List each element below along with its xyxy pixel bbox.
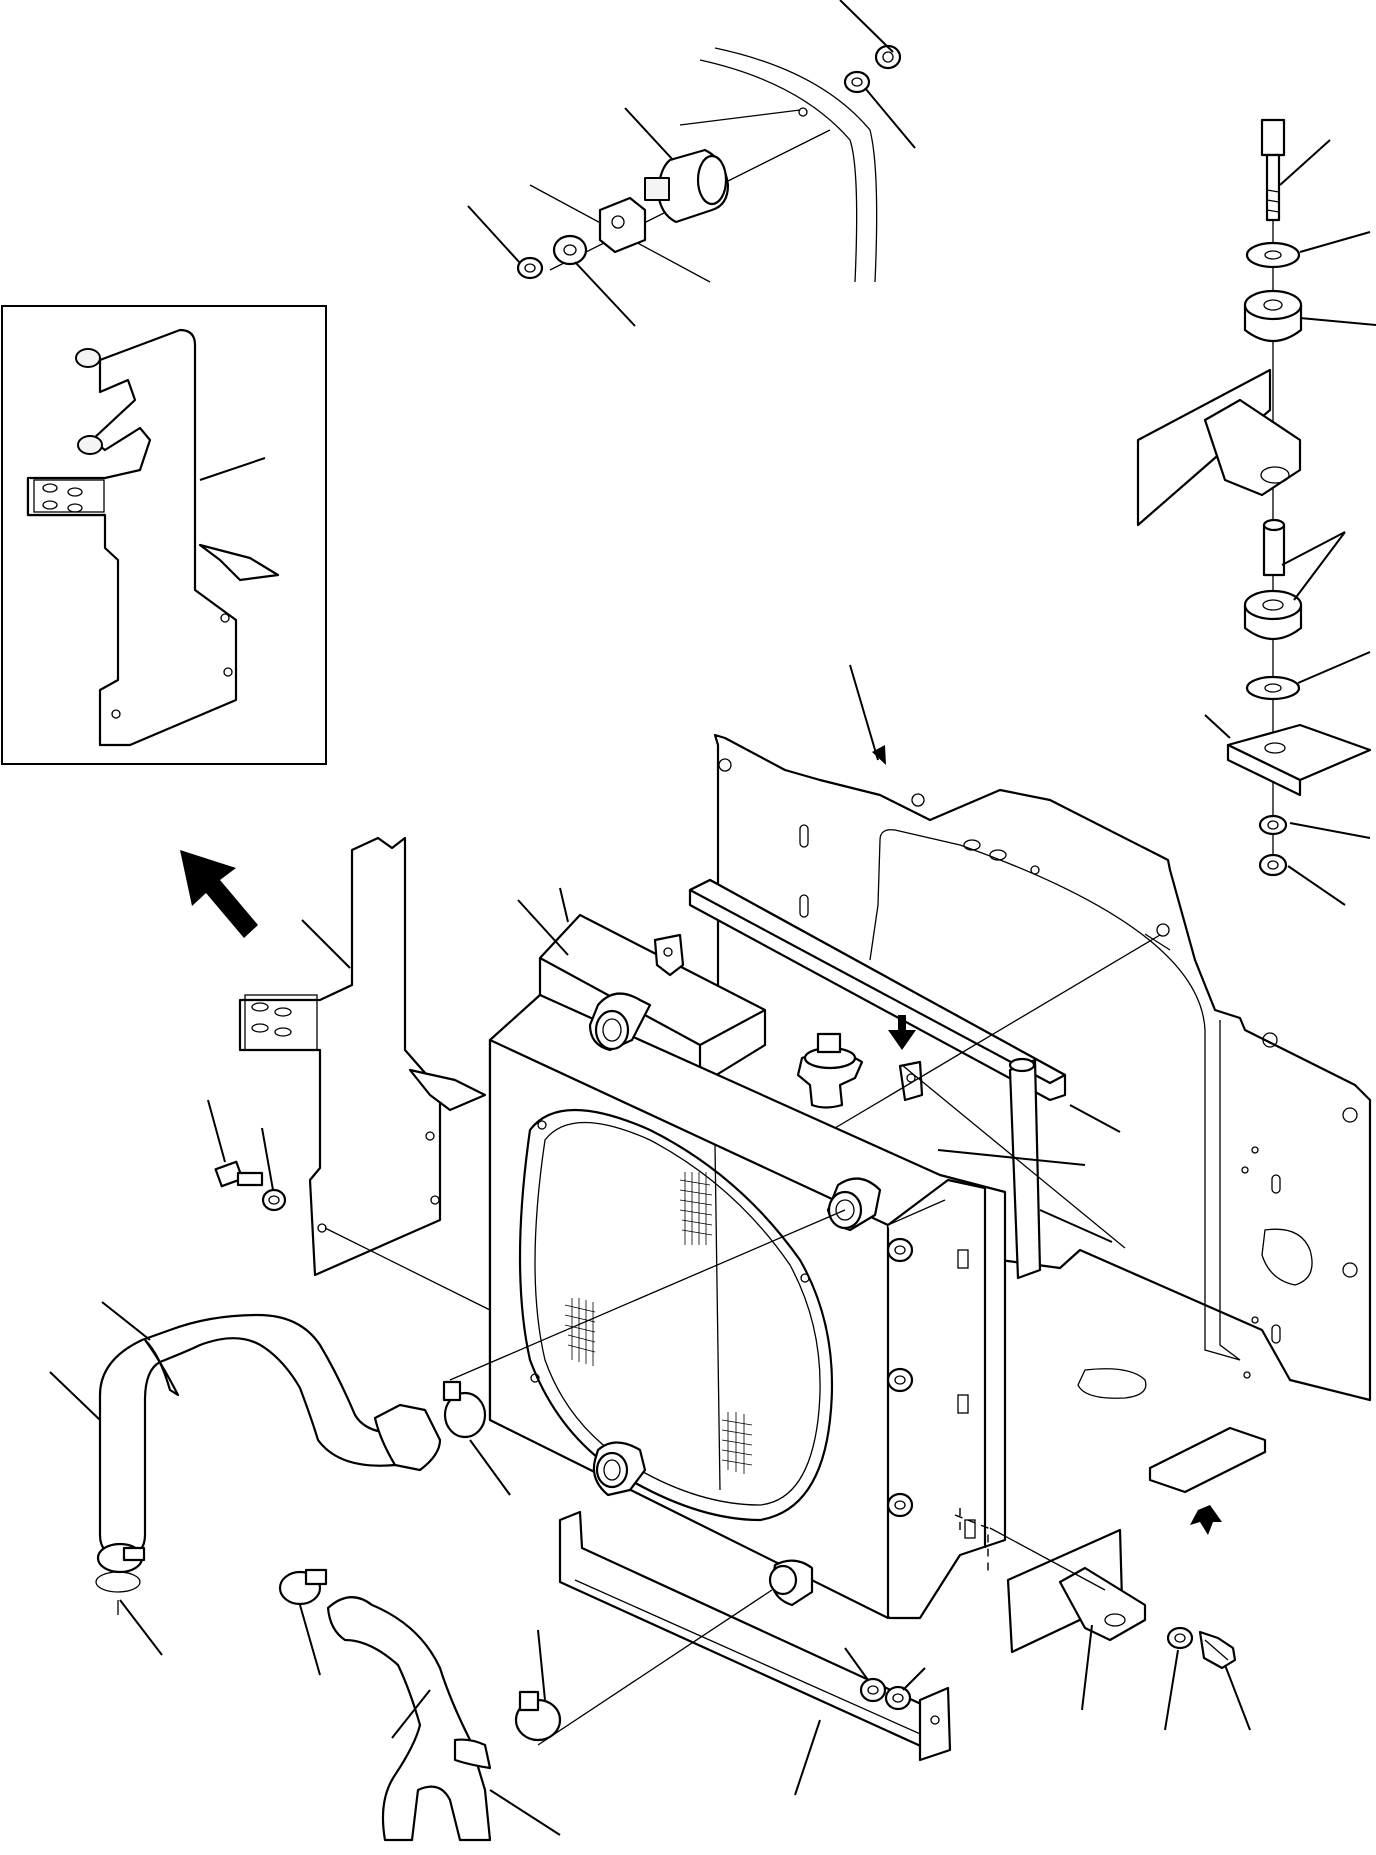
radiator xyxy=(449,887,1161,1620)
right-lower-mount-bracket xyxy=(989,1527,1251,1731)
lower-radiator-hose xyxy=(278,1568,773,1842)
core-mesh xyxy=(564,1172,753,1474)
upper-radiator-hose xyxy=(49,1301,511,1656)
inset-detail xyxy=(1,305,327,765)
bottom-support-bar xyxy=(558,1510,952,1796)
upper-rubber-mount xyxy=(467,0,916,327)
left-bracket xyxy=(180,836,491,1311)
inset-frame xyxy=(1,305,327,765)
mounting-frame-plate xyxy=(688,664,1372,1535)
right-mount-stack xyxy=(1136,118,1376,906)
inset-bracket xyxy=(26,328,280,747)
